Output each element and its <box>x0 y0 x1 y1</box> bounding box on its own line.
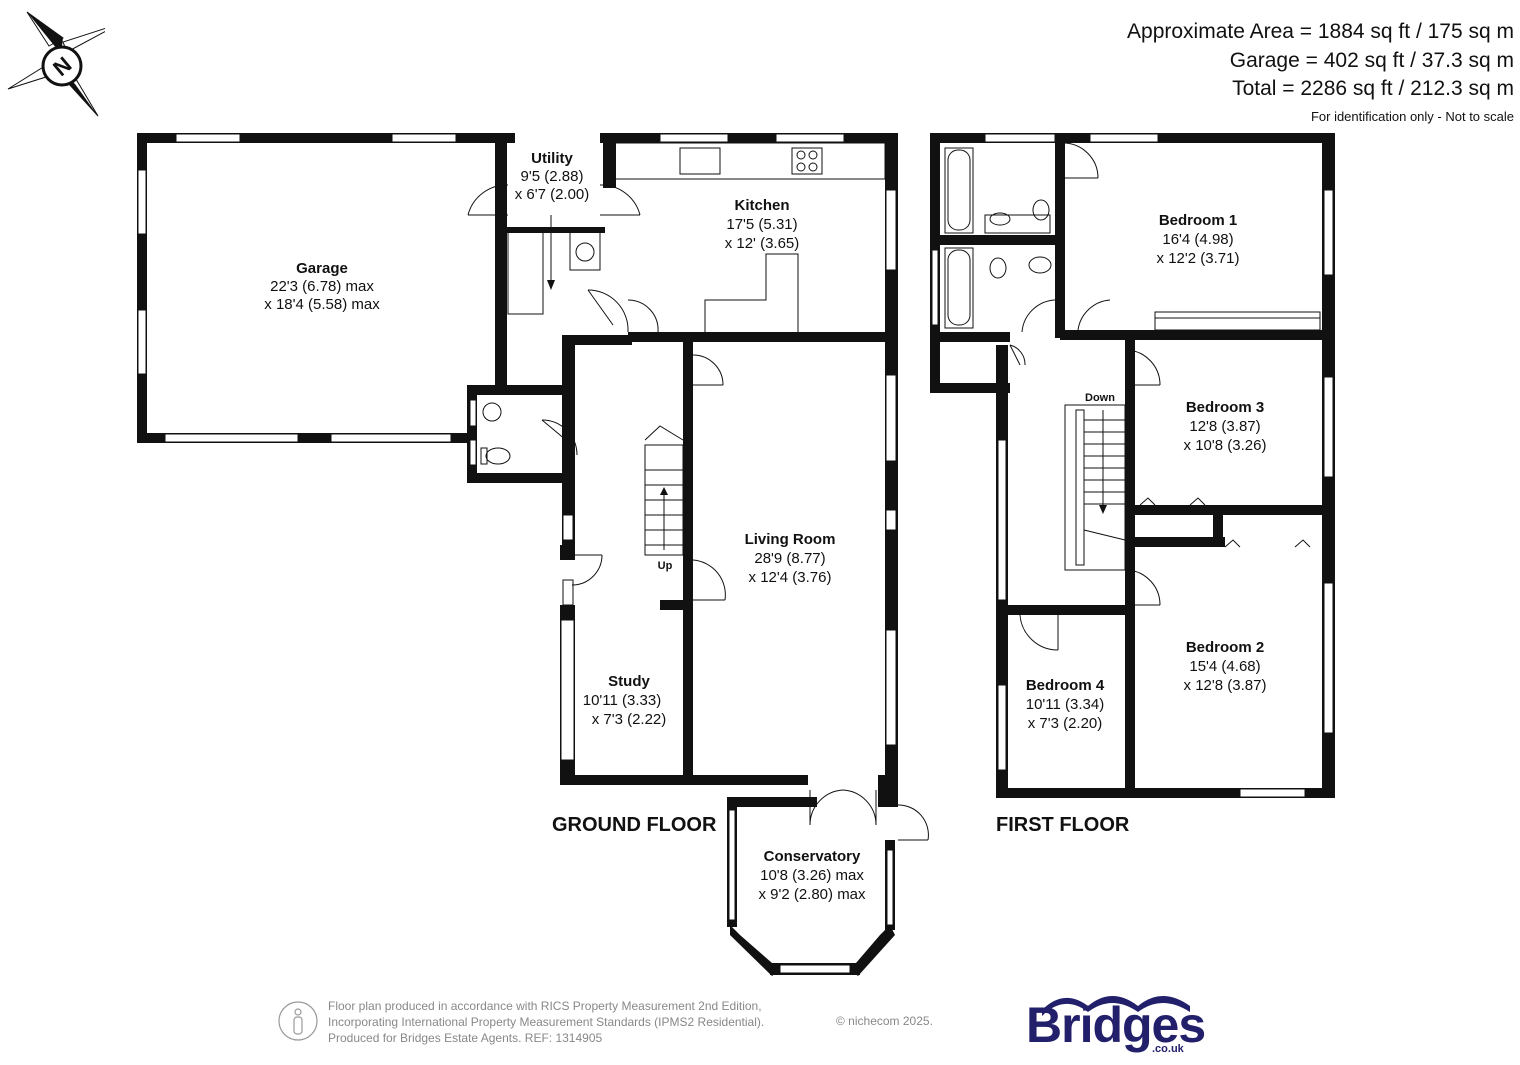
garage-dim1: 22'3 (6.78) max <box>270 278 374 295</box>
total-area-text: Total = 2286 sq ft / 212.3 sq m <box>1232 77 1514 100</box>
living-room <box>693 335 898 826</box>
hall-and-wc <box>467 335 898 550</box>
first-floor-label: FIRST FLOOR <box>996 814 1130 836</box>
conservatory-room <box>727 797 929 976</box>
approximate-area-text: Approximate Area = 1884 sq ft / 175 sq m <box>1127 20 1514 43</box>
bathroom <box>930 142 1099 338</box>
bedroom2-dim1: 15'4 (4.68) <box>1189 658 1260 675</box>
person-icon <box>278 1001 318 1041</box>
bedroom4-room <box>996 605 1126 651</box>
room-labels: Garage 22'3 (6.78) max x 18'4 (5.58) max… <box>264 150 1266 903</box>
utility-dim1: 9'5 (2.88) <box>521 168 584 185</box>
north-compass-icon: N <box>7 11 105 117</box>
disclaimer-text: For identification only - Not to scale <box>1310 109 1514 124</box>
copyright-text: © nichecom 2025. <box>836 1014 933 1028</box>
footer-line-3: Produced for Bridges Estate Agents. REF:… <box>328 1031 603 1045</box>
shower-room <box>931 247 1056 342</box>
bedroom3-name: Bedroom 3 <box>1186 399 1264 416</box>
study-dim1: 10'11 (3.33) <box>583 692 661 709</box>
bedroom2-name: Bedroom 2 <box>1186 639 1264 656</box>
utility-name: Utility <box>531 150 573 167</box>
bedroom4-dim2: x 7'3 (2.20) <box>1028 715 1103 732</box>
bedroom3-dim1: 12'8 (3.87) <box>1189 418 1260 435</box>
kitchen-dim2: x 12' (3.65) <box>725 235 800 252</box>
conservatory-dim2: x 9'2 (2.80) max <box>758 886 866 903</box>
bedroom1-dim1: 16'4 (4.98) <box>1162 231 1233 248</box>
bridges-logo-arches-icon <box>1042 996 1190 1016</box>
utility-room <box>467 133 641 385</box>
study-room <box>560 545 726 785</box>
bedroom4-name: Bedroom 4 <box>1026 677 1105 694</box>
kitchen-dim1: 17'5 (5.31) <box>726 216 797 233</box>
footer-note: Floor plan produced in accordance with R… <box>278 998 878 1046</box>
first-floor-plan <box>930 133 1335 798</box>
footer-line-1: Floor plan produced in accordance with R… <box>328 999 762 1013</box>
conservatory-name: Conservatory <box>764 848 861 865</box>
bedroom1-dim2: x 12'2 (3.71) <box>1157 250 1240 267</box>
living-dim2: x 12'4 (3.76) <box>749 569 832 586</box>
stairs-down-label: Down <box>1085 392 1115 404</box>
bridges-logo-domain: .co.uk <box>1152 1043 1184 1055</box>
living-name: Living Room <box>745 531 836 548</box>
study-dim2: x 7'3 (2.22) <box>592 711 667 728</box>
bedroom2-dim2: x 12'8 (3.87) <box>1184 677 1267 694</box>
kitchen-name: Kitchen <box>734 197 789 214</box>
bedroom1-room <box>1060 299 1335 340</box>
first-stairs <box>1009 344 1126 571</box>
living-dim1: 28'9 (8.77) <box>754 550 825 567</box>
garage-name: Garage <box>296 260 348 277</box>
bridges-logo-wordmark: Bridges <box>1026 997 1206 1053</box>
bedroom1-name: Bedroom 1 <box>1159 212 1237 229</box>
stairs-up-label: Up <box>658 560 673 572</box>
bedroom3-room <box>1125 340 1322 547</box>
footer-line-2: Incorporating International Property Mea… <box>328 1015 765 1029</box>
garage-dim2: x 18'4 (5.58) max <box>264 296 380 313</box>
utility-dim2: x 6'7 (2.00) <box>515 186 590 203</box>
bedroom3-dim2: x 10'8 (3.26) <box>1184 437 1267 454</box>
garage-area-text: Garage = 402 sq ft / 37.3 sq m <box>1229 49 1514 72</box>
ground-stairs <box>644 425 693 605</box>
bedroom2-room <box>1125 539 1311 795</box>
study-name: Study <box>608 673 650 690</box>
conservatory-dim1: 10'8 (3.26) max <box>760 867 864 884</box>
bedroom4-dim1: 10'11 (3.34) <box>1026 696 1104 713</box>
ground-floor-label: GROUND FLOOR <box>552 814 717 836</box>
ground-floor-plan <box>137 133 929 976</box>
